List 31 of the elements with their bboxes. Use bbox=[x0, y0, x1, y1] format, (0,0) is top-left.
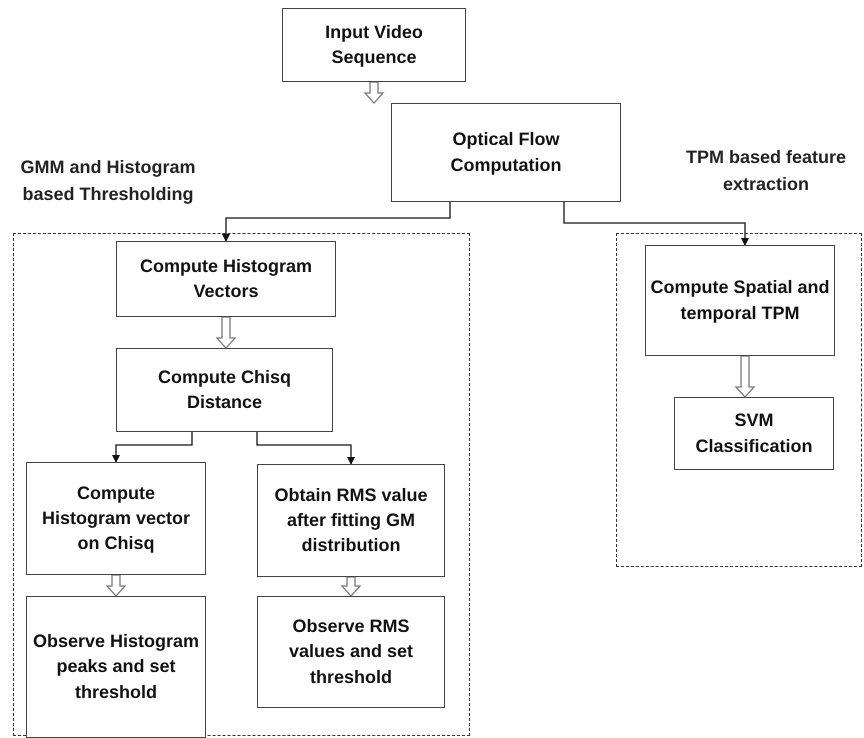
arrow bbox=[112, 432, 193, 463]
arrow bbox=[563, 202, 749, 246]
process-box bbox=[26, 596, 206, 738]
process-label: Compute Histogram Vectors bbox=[138, 254, 313, 303]
group-heading: GMM and Histogram based Thresholding bbox=[19, 156, 196, 206]
process-label: Compute Histogram vector on Chisq bbox=[40, 482, 192, 556]
hollow-arrow bbox=[364, 81, 384, 104]
hollow-arrow bbox=[734, 355, 756, 398]
process-box bbox=[257, 464, 445, 577]
process-label: Optical Flow Computation bbox=[450, 128, 562, 177]
hollow-arrow bbox=[106, 574, 126, 597]
process-box bbox=[645, 245, 835, 356]
process-box bbox=[116, 241, 336, 317]
process-label: Observe Histogram peaks and set threshold bbox=[32, 630, 200, 704]
process-box bbox=[282, 8, 466, 82]
process-label: Compute Spatial and temporal TPM bbox=[650, 276, 830, 325]
hollow-arrow bbox=[340, 576, 362, 597]
process-label: Observe RMS values and set threshold bbox=[288, 615, 414, 689]
hollow-arrow bbox=[216, 316, 236, 349]
group-heading: TPM based feature extraction bbox=[684, 146, 848, 196]
process-box bbox=[116, 348, 333, 432]
process-label: Obtain RMS value after fitting GM distribution bbox=[273, 484, 429, 558]
process-box bbox=[257, 596, 445, 708]
process-label: SVM Classification bbox=[694, 409, 814, 458]
process-box bbox=[391, 103, 621, 202]
arrow bbox=[222, 202, 451, 242]
process-label: Input Video Sequence bbox=[324, 20, 424, 69]
process-box bbox=[26, 462, 206, 575]
process-box bbox=[674, 397, 834, 470]
process-label: Compute Chisq Distance bbox=[157, 366, 292, 414]
arrow bbox=[256, 432, 355, 465]
